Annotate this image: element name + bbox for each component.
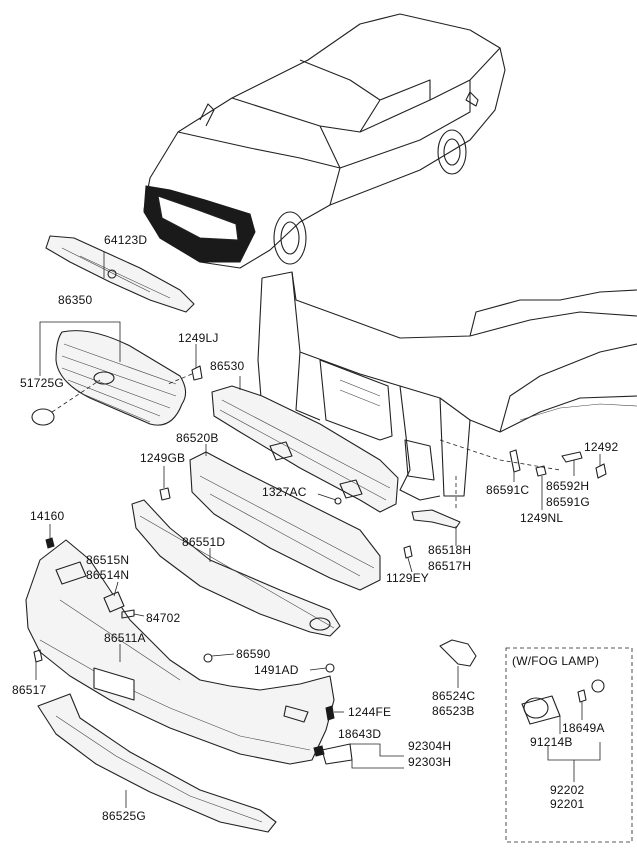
part-fog-lamp-housing-shape bbox=[523, 697, 549, 719]
callout-86517: 86517 bbox=[12, 683, 47, 697]
part-84702-shape bbox=[121, 609, 135, 619]
callout-86350: 86350 bbox=[58, 293, 93, 307]
part-1249GB-bolt-shape bbox=[159, 487, 171, 501]
callout-18649A: 18649A bbox=[562, 721, 605, 735]
callout-86520B: 86520B bbox=[176, 431, 219, 445]
callout-86525G: 86525G bbox=[102, 809, 146, 823]
callout-86551D: 86551D bbox=[182, 535, 226, 549]
callout-86590: 86590 bbox=[236, 647, 271, 661]
callout-1244FE: 1244FE bbox=[348, 705, 392, 719]
part-86520B-absorber-shape bbox=[189, 451, 381, 591]
callout-86592H: 86592H bbox=[546, 479, 590, 493]
callout-64123D: 64123D bbox=[104, 233, 148, 247]
callout-92202: 92202 bbox=[550, 783, 585, 797]
part-86511A-bumper-shape bbox=[25, 539, 335, 765]
part-86530-beam-shape bbox=[211, 385, 399, 513]
callout-86591G: 86591G bbox=[546, 495, 590, 509]
part-64123D-shape bbox=[45, 235, 195, 313]
fog-lamp-box bbox=[505, 647, 633, 843]
callout-92201: 92201 bbox=[550, 797, 585, 811]
callout-84702: 84702 bbox=[146, 611, 181, 625]
part-14160-clip-shape bbox=[45, 537, 55, 549]
part-86515N-bracket-shape bbox=[103, 591, 125, 613]
part-1491AD-shape bbox=[325, 663, 335, 673]
part-1129EY-screw-shape bbox=[403, 545, 413, 559]
callout-86511A: 86511A bbox=[104, 631, 146, 645]
callout-91214B: 91214B bbox=[530, 735, 573, 749]
part-86525G-lip-shape bbox=[37, 693, 277, 833]
part-1249LJ-bolt-shape bbox=[191, 365, 203, 381]
part-18649A-bulb-shape bbox=[591, 679, 605, 693]
callout-51725G: 51725G bbox=[20, 376, 64, 390]
callout-86591C: 86591C bbox=[486, 483, 530, 497]
callout-1249GB: 1249GB bbox=[140, 451, 186, 465]
callout-86523B: 86523B bbox=[432, 704, 475, 718]
part-86350-grille-shape bbox=[55, 330, 187, 426]
callout-14160: 14160 bbox=[30, 509, 65, 523]
part-86517-clip-shape bbox=[33, 649, 43, 663]
part-86591C-shape bbox=[509, 449, 521, 473]
part-51725G-emblem-shape bbox=[31, 408, 55, 426]
callout-1249LJ: 1249LJ bbox=[178, 331, 219, 345]
part-86551D-absorber-shape bbox=[131, 499, 341, 637]
fog-lamp-box-title: (W/FOG LAMP) bbox=[512, 654, 600, 668]
car-illustration bbox=[143, 13, 506, 269]
part-86592H-shape bbox=[561, 451, 583, 463]
callout-86517H: 86517H bbox=[428, 559, 472, 573]
callout-86515N: 86515N bbox=[86, 553, 130, 567]
part-12492-shape bbox=[595, 463, 607, 479]
callout-18643D: 18643D bbox=[338, 727, 382, 741]
callout-1491AD: 1491AD bbox=[254, 663, 299, 677]
callout-86524C: 86524C bbox=[432, 689, 476, 703]
part-92304H-reflector-shape bbox=[321, 743, 353, 765]
part-18643D-bulb-shape bbox=[313, 745, 325, 757]
callout-1327AC: 1327AC bbox=[262, 485, 307, 499]
callout-1129EY: 1129EY bbox=[386, 571, 430, 585]
callout-86514N: 86514N bbox=[86, 568, 130, 582]
part-1327AC-clip-shape bbox=[334, 497, 342, 505]
callout-1249NL: 1249NL bbox=[520, 511, 564, 525]
part-86518H-bracket-shape bbox=[411, 509, 461, 529]
callout-12492: 12492 bbox=[584, 440, 619, 454]
callout-92304H: 92304H bbox=[408, 739, 452, 753]
callout-86518H: 86518H bbox=[428, 543, 472, 557]
part-1244FE-bolt-shape bbox=[325, 705, 335, 721]
part-86590-shape bbox=[203, 653, 213, 663]
callout-92303H: 92303H bbox=[408, 755, 452, 769]
part-86524C-bracket-shape bbox=[439, 639, 477, 667]
callout-86530: 86530 bbox=[210, 359, 245, 373]
